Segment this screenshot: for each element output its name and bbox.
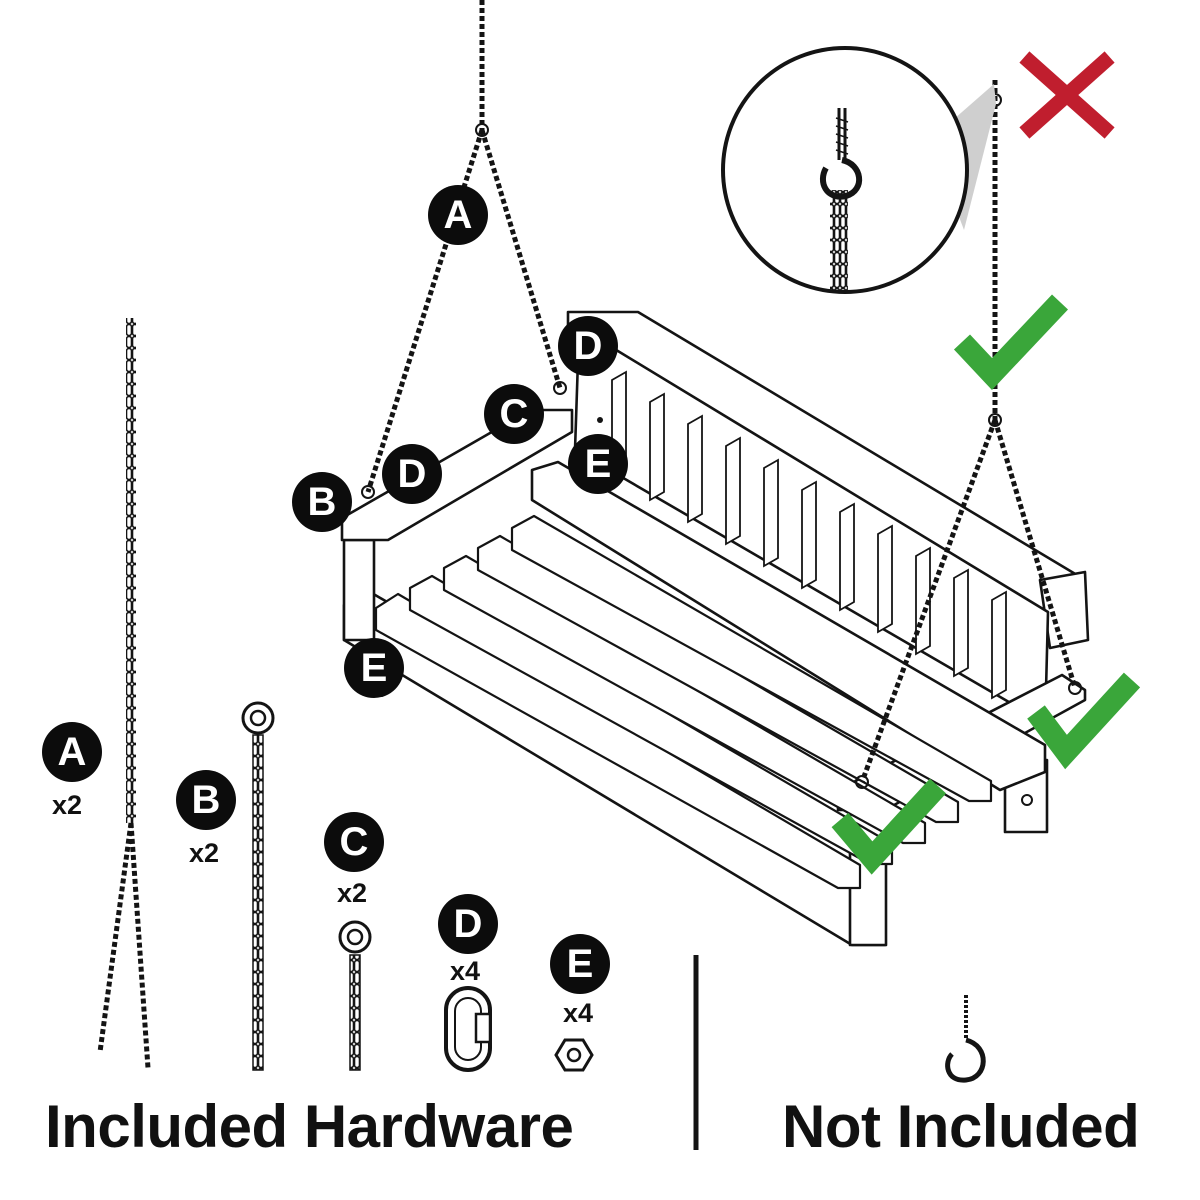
hardware-b-qty: x2 [189,838,219,869]
hardware-e-qty: x4 [563,998,593,1029]
hardware-e-label: E [550,934,610,994]
hardware-d-label: D [438,894,498,954]
hardware-a-label: A [42,722,102,782]
label-d-carabiner-left: D [382,444,442,504]
carabiner-drawing [446,988,490,1070]
hex-nut-drawing [556,1040,592,1070]
label-b-eye-bolt: B [292,472,352,532]
label-d-carabiner-top: D [558,316,618,376]
hardware-d-qty: x4 [450,956,480,987]
ceiling-hook-drawing [948,995,984,1080]
chain-a-drawing [100,318,148,1068]
included-hardware-heading: Included Hardware [45,1092,573,1161]
label-c-eye-bolt: C [484,384,544,444]
hardware-c-label: C [324,812,384,872]
hardware-a-qty: x2 [52,790,82,821]
label-e-nut-front: E [344,638,404,698]
hardware-c-qty: x2 [337,878,367,909]
cross-icon [1030,62,1104,128]
hook-detail-inset [723,48,996,292]
eye-bolt-long-drawing [243,703,273,1070]
hardware-b-label: B [176,770,236,830]
label-a-chain: A [428,185,488,245]
not-included-heading: Not Included [782,1092,1139,1161]
label-e-nut-back: E [568,434,628,494]
eye-bolt-short-drawing [340,922,370,1070]
